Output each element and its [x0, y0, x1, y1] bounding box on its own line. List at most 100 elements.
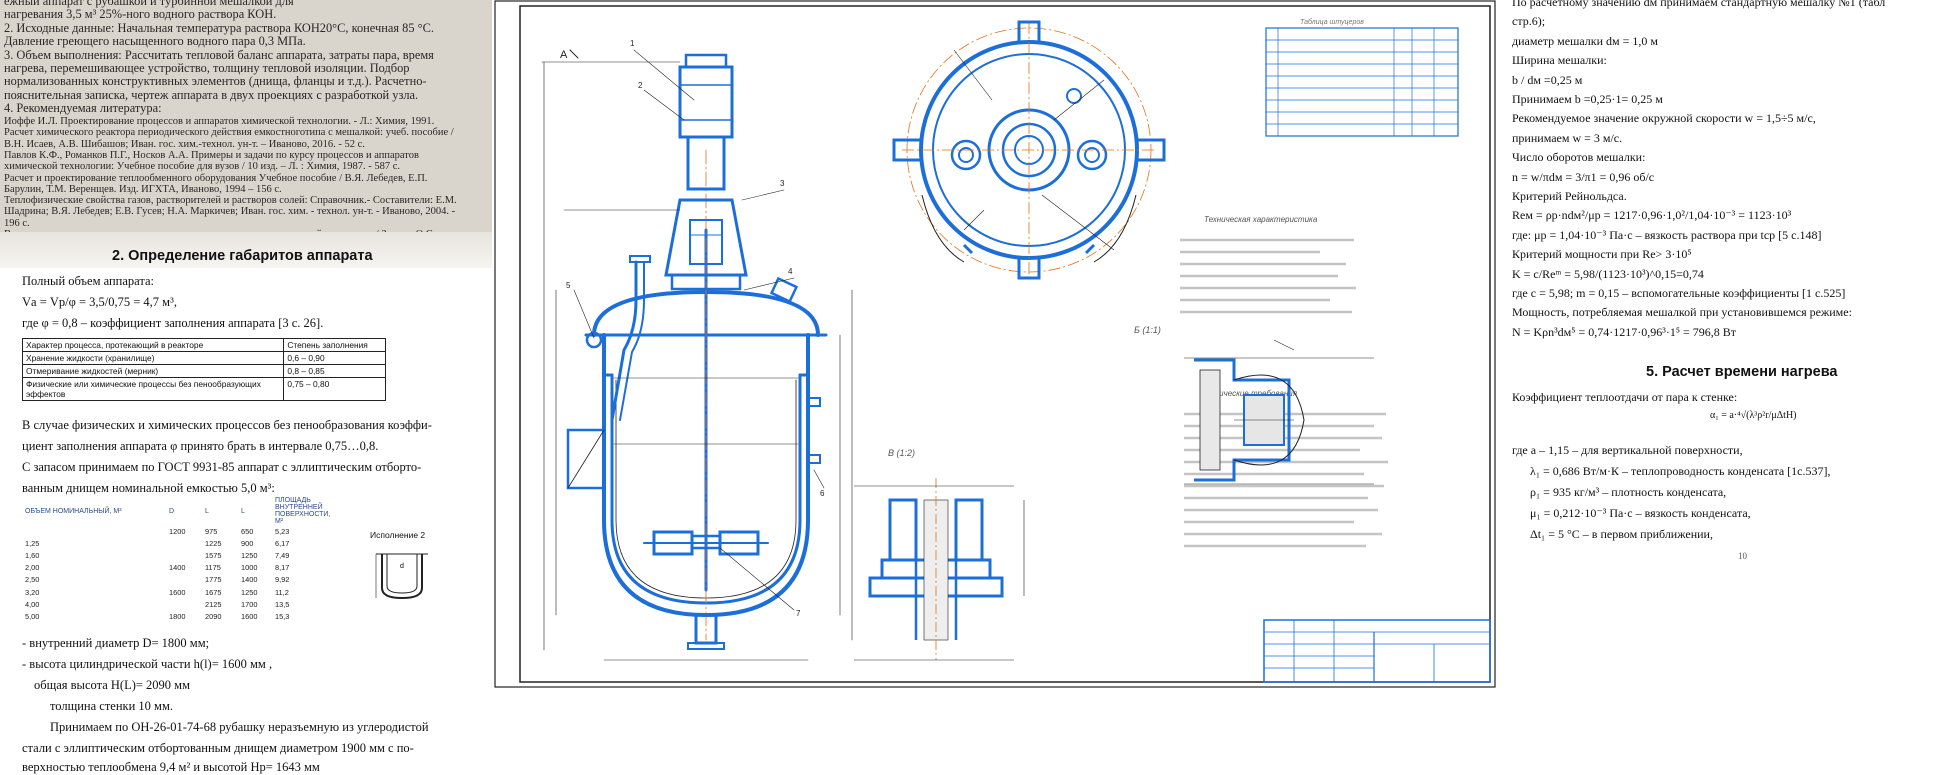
text-line: μ₁ = 0,212·10⁻³ Па·с – вязкость конденса… [1530, 506, 1751, 520]
scan-text-line: Давление греющего насыщенного водного па… [4, 34, 306, 49]
text-line: циент заполнения аппарата φ принято брат… [22, 439, 379, 453]
table-cell: 1,60 [25, 550, 40, 560]
vessel-top-view [892, 20, 1166, 280]
calc-text-line: b / dм =0,25 м [1512, 72, 1583, 87]
volume-formula: Vа = Vр/φ = 3,5/0,75 = 4,7 м³, [22, 295, 177, 309]
text-line: где a – 1,15 – для вертикальной поверхно… [1512, 443, 1743, 457]
calc-text-line: принимаем w = 3 м/с. [1512, 130, 1623, 145]
scan-text-line: ежный аппарат с рубашкой и турбинной меш… [4, 0, 294, 8]
table-cell: 2090 [205, 611, 222, 621]
table-cell: 1,25 [25, 538, 40, 548]
view-b-label: Б (1:1) [1134, 325, 1161, 335]
scan-text-line: Шадрина; В.Я. Лебедев; Е.В. Гусев; Н.А. … [4, 206, 456, 218]
tech-req-title: Технические требования [1202, 389, 1298, 398]
table-cell: 1175 [205, 563, 221, 573]
text-line: Полный объем аппарата: [22, 274, 155, 288]
alpha-formula: α₁ = a·⁴√(λ³ρ²r/μΔtH) [1710, 410, 1797, 421]
table-cell [166, 598, 202, 610]
table-cell [166, 549, 202, 561]
calc-text-line: стр.6); [1512, 14, 1546, 29]
scan-text-line: Иоффе И.Л. Проектирование процессов и ап… [4, 116, 435, 127]
reactor-assembly-drawing: 1 2 3 4 5 6 7 A [494, 0, 1496, 688]
execution-label: Исполнение 2 [370, 530, 426, 540]
scan-text-line: Теплофизические свойства газов, раствори… [4, 195, 457, 207]
calc-text-line: Рекомендуемое значение окружной скорости… [1512, 111, 1816, 126]
table-cell: 650 [241, 526, 254, 536]
table-cell: 1675 [205, 587, 222, 597]
table-cell: 2,00 [25, 563, 40, 573]
table-header-cell: ОБЪЕМ НОМИНАЛЬНЫЙ, М³ [25, 507, 122, 515]
scan-text-line: Расчет и проектирование теплообменного о… [4, 172, 428, 184]
table-cell: 1250 [241, 587, 258, 597]
table-cell: 1400 [241, 575, 258, 585]
title-block [1263, 619, 1491, 683]
table-cell: 0,8 – 0,85 [283, 364, 386, 378]
table-cell: Физические или химические процессы без п… [21, 377, 285, 401]
fill-factor-table: Характер процесса, протекающий в реактор… [21, 338, 386, 401]
calc-text-line: Принимаем b =0,25·1= 0,25 м [1512, 92, 1663, 106]
table-cell: 2125 [205, 599, 222, 609]
table-cell: 5,23 [275, 526, 290, 536]
tech-char-lines [1180, 238, 1356, 314]
tech-char-title: Техническая характеристика [1204, 215, 1318, 224]
table-cell: 1700 [241, 599, 258, 609]
table-cell: 5,00 [25, 611, 40, 621]
nozzle-table-title: Таблица штуцеров [1300, 18, 1364, 26]
scan-text-line: нагрева, перемешивающее устройство, толщ… [4, 61, 410, 75]
text-line: ρ₁ = 935 кг/м³ – плотность конденсата, [1530, 485, 1727, 499]
calc-text-line: Мощность, потребляемая мешалкой при уста… [1512, 305, 1852, 320]
vessel-section-sketch: d [375, 553, 428, 600]
scan-text-line: 4. Рекомендуемая литература: [4, 101, 162, 116]
table-cell: 1200 [169, 526, 186, 536]
text-line: Принимаем по ОН-26-01-74-68 рубашку нера… [50, 720, 429, 734]
table-header-cell: L [205, 507, 209, 515]
text-line: где φ = 0,8 – коэффициент заполнения апп… [22, 316, 324, 330]
scan-fold-shadow [0, 232, 492, 268]
scan-text-line: Расчет химического реактора периодическо… [4, 127, 454, 139]
calc-text-line: диаметр мешалки dм = 1,0 м [1512, 33, 1658, 48]
text-line: В случае физических и химических процесс… [22, 418, 432, 432]
table-cell: 7,49 [275, 550, 290, 560]
calc-text-line: Критерий Рейнольдса. [1512, 189, 1627, 203]
text-line: - внутренний диаметр D= 1800 мм; [22, 636, 210, 650]
scan-text-line: 3. Объем выполнения: Рассчитать тепловой… [4, 47, 434, 62]
detail-v [854, 478, 1025, 661]
table-cell [22, 525, 166, 537]
vessel-front-view: 1 2 3 4 5 6 7 A [541, 39, 853, 661]
scan-text-line: нагревания 3,5 м³ 25%-ного водного раств… [4, 7, 277, 22]
svg-text:5: 5 [566, 281, 571, 290]
table-row: Отмеривание жидкостей (мерник) 0,8 – 0,8… [21, 364, 386, 378]
view-v-label: В (1:2) [888, 448, 915, 458]
calc-text-line: где: μр = 1,04·10⁻³ Па·с – вязкость раст… [1512, 227, 1822, 242]
table-cell: 0,75 – 0,80 [283, 377, 386, 401]
scan-text-line: 2. Исходные данные: Начальная температур… [4, 20, 434, 35]
calc-text-line: Ширина мешалки: [1512, 53, 1607, 68]
table-cell: 13,5 [275, 599, 290, 609]
text-line: верхностью теплообмена 9,4 м² и высотой … [22, 760, 320, 774]
table-header-cell: D [169, 507, 175, 515]
calc-text-line: Reм = ρр·ndм²/μр = 1217·0,96·1,0²/1,04·1… [1512, 208, 1792, 223]
scan-text-line: 196 с. [4, 217, 30, 229]
calc-text-line: Число оборотов мешалки: [1512, 150, 1646, 165]
table-cell: 1575 [205, 550, 222, 560]
table-header-cell: Характер процесса, протекающий в реактор… [21, 338, 285, 352]
text-line: ванным днищем номинальной емкостью 5,0 м… [22, 481, 275, 495]
scan-text-line: химической технологии: Учебное пособие д… [4, 161, 401, 173]
table-cell: 1000 [241, 563, 258, 573]
svg-text:1: 1 [630, 39, 635, 48]
task-scan-image: ежный аппарат с рубашкой и турбинной меш… [0, 0, 492, 268]
nozzle-table: Таблица штуцеров [1265, 18, 1459, 137]
text-line: - высота цилиндрической части h(l)= 1600… [22, 657, 273, 671]
table-header-cell: L [241, 507, 245, 515]
table-row: 1,60 1575 1250 7,49 [22, 549, 480, 561]
calc-text-line: N = Kρn³dм⁵ = 0,74·1217·0,96³·1⁵ = 796,8… [1512, 324, 1737, 339]
table-cell: 900 [241, 538, 254, 548]
svg-text:3: 3 [780, 179, 785, 188]
table-row: Характер процесса, протекающий в реактор… [21, 338, 386, 352]
table-cell: 15,3 [275, 611, 290, 621]
table-cell: 1250 [241, 550, 258, 560]
table-cell-spacer [333, 610, 480, 622]
